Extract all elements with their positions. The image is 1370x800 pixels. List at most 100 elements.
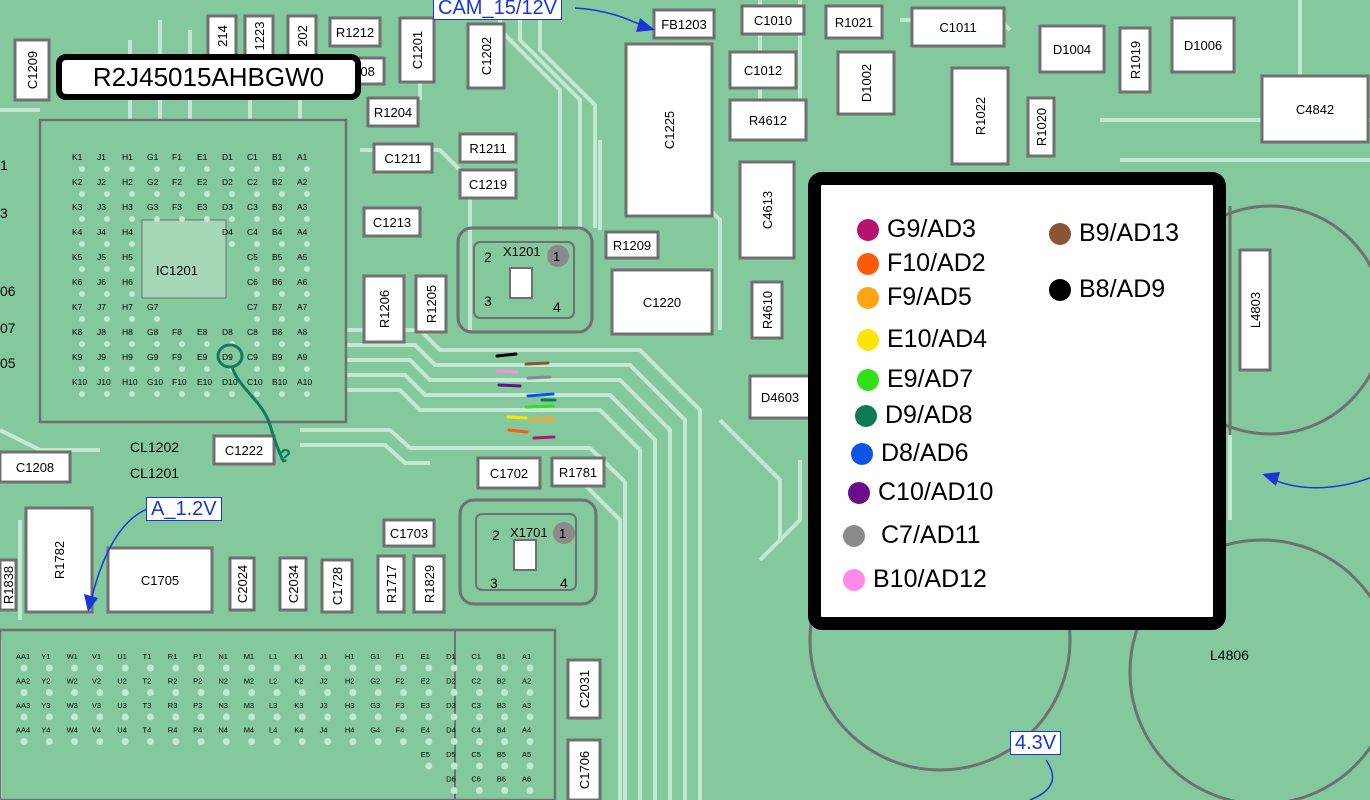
bga-ball-label: R3 [168,701,178,710]
bga-ball-label: E5 [421,750,430,759]
component-body [328,16,382,48]
component-label: C1705 [141,573,179,588]
bga-ball [129,241,135,247]
component-label: C1703 [390,526,428,541]
bga-ball-label: F10 [172,377,187,387]
cam-rail-callout: CAM_15/12V [433,0,562,20]
bga-ball-label: AA3 [16,701,30,710]
bga-ball [254,291,260,297]
component-label: R1019 [1128,41,1143,79]
bga-ball [172,664,180,672]
component-r1717: R1717 [376,554,406,614]
bga-ball-label: U4 [117,726,127,735]
component-c1706: C1706 [566,738,602,800]
bga-ball-label: K3 [294,701,303,710]
bga-ball-label: P4 [193,726,202,735]
bga-ball [129,391,135,397]
component-body [13,38,51,102]
bga-ball [279,341,285,347]
bga-ball-label: L2 [269,677,277,686]
bga-ball [154,391,160,397]
bga-ball [20,738,28,745]
probe-question-mark: ? [280,446,291,466]
bga-ball-label: A10 [297,377,312,387]
bga-ball [304,291,310,297]
component-r1020: R1020 [1026,96,1056,158]
component-c1010: C1010 [740,4,806,36]
bga-ball [526,689,534,696]
bga-ball [254,316,260,322]
component-label: D1006 [1184,38,1222,53]
legend-label: G9/AD3 [887,215,976,243]
legend-swatch [857,252,879,275]
component-label: D1002 [859,64,874,102]
component-body [320,558,354,614]
component-label: R4612 [749,113,787,128]
component-label: C1225 [662,111,677,149]
bga-ball [96,738,104,745]
component-body [738,160,796,260]
component-r1205: R1205 [414,274,448,334]
bga-ball-label: J10 [97,377,111,387]
legend-swatch [857,368,879,391]
bga-ball-label: K4 [294,726,303,735]
bga-ball-label: G2 [147,177,159,187]
bga-ball [349,713,357,721]
bga-ball [254,366,260,372]
bga-ball [501,713,509,721]
bga-ball-label: F9 [172,352,182,362]
ic1201-label: IC1201 [156,263,198,278]
bga-ball-label: H1 [345,652,355,661]
bga-ball-label: P1 [193,652,202,661]
bga-ball [129,266,135,272]
component-body [566,658,602,720]
bga-ball [197,713,205,721]
bga-ball-label: H10 [122,377,138,387]
component-label: C1208 [16,460,54,475]
bga-ball-label: J4 [97,227,106,237]
copper-trace [346,388,642,800]
component-c1211: C1211 [372,142,434,174]
bga-ball [154,316,160,322]
component-r4612: R4612 [728,98,808,142]
bga-ball [298,738,306,745]
callout-arrows [89,7,1370,800]
component-body [212,434,276,466]
bga-ball-label: B9 [272,352,283,362]
component-body [1026,96,1056,158]
bga-ball [229,391,235,397]
component-label: C1209 [25,51,40,89]
bga-ball-label: H4 [122,227,133,237]
bga-ball [104,241,110,247]
component-body [0,558,18,612]
bga-ball [501,664,509,672]
bga-ball-label: E10 [197,377,212,387]
bga-ball-label: C1 [471,652,481,661]
bga-ball-label: J4 [320,726,328,735]
legend-swatch [843,524,865,547]
bga-ball-label: A5 [522,750,531,759]
component-body [376,554,406,614]
component-r1021: R1021 [824,4,884,40]
chip-part-number-label: R2J45015AHBGW0 [56,54,361,100]
bga-ball [475,689,483,696]
bga-ball-label: J3 [320,701,328,710]
bga-ball [475,762,483,770]
bga-ball [279,191,285,197]
bga-ball [79,341,85,347]
bga-ball-label: R4 [168,726,178,735]
component-label: R1022 [973,97,988,135]
bga-ball [501,689,509,696]
bga-ball [79,316,85,322]
bga-ball [254,166,260,172]
bga-ball-label: AA2 [16,677,30,686]
bga-ball [374,689,382,696]
x1201-pin3: 3 [484,293,492,309]
legend-swatch [848,481,870,504]
component-body [106,546,214,614]
bga-ball-label: B1 [497,652,506,661]
bga-ball [526,713,534,721]
bga-ball-label: V1 [92,652,101,661]
bga-ball [248,713,256,721]
